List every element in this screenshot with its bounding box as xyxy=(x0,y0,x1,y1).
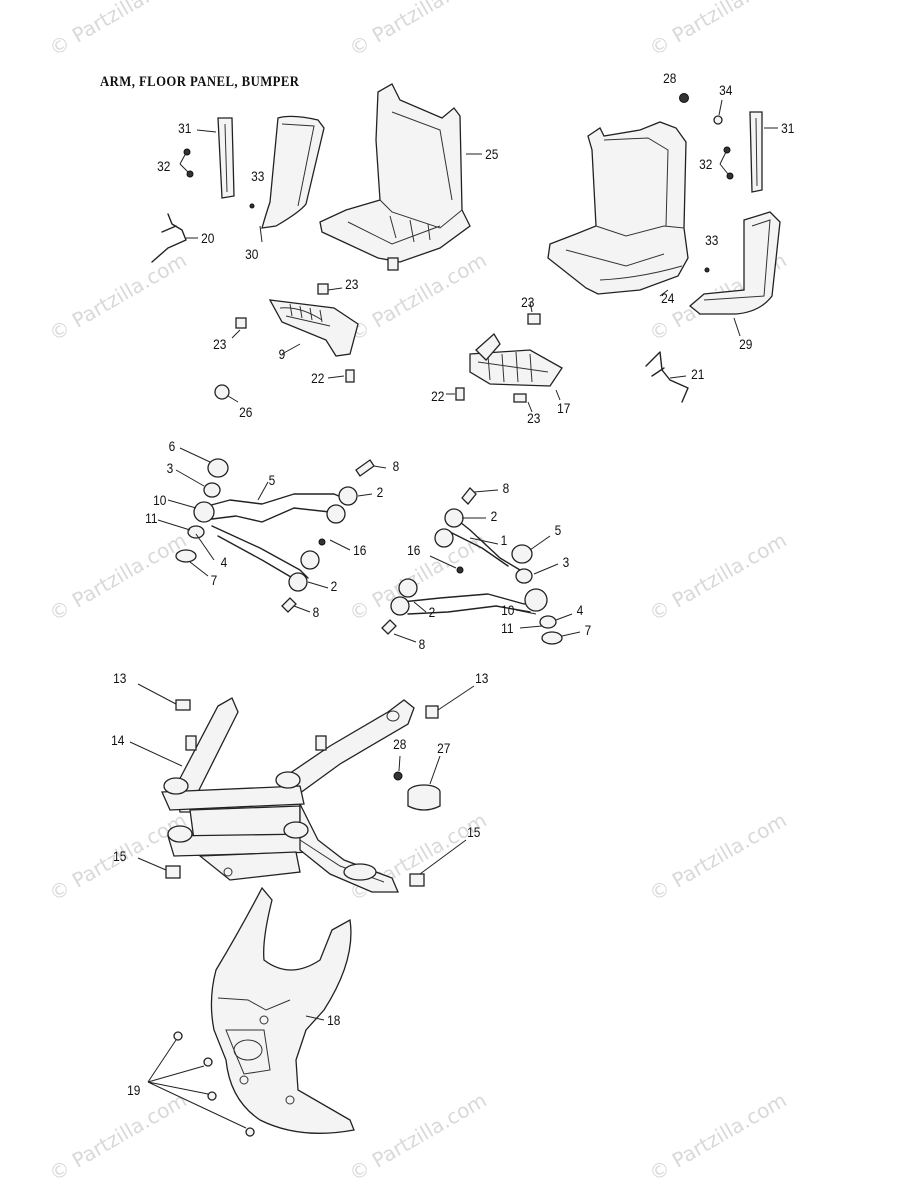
callout-31: 31 xyxy=(781,120,795,136)
callout-2: 2 xyxy=(376,484,384,500)
callout-22: 22 xyxy=(311,370,325,386)
callout-13: 13 xyxy=(475,670,489,686)
part-17-footpeg xyxy=(469,332,563,387)
callout-11: 11 xyxy=(145,510,158,526)
callout-1: 1 xyxy=(500,532,508,548)
part-9-footpeg xyxy=(268,299,359,357)
callout-5: 5 xyxy=(554,522,562,538)
callout-5: 5 xyxy=(268,472,276,488)
callout-24: 24 xyxy=(661,290,675,306)
part-30-rail xyxy=(261,115,325,229)
callout-32: 32 xyxy=(699,156,713,172)
part-31-right-strip xyxy=(749,111,763,193)
callout-33: 33 xyxy=(251,168,265,184)
diagram-title: ARM, FLOOR PANEL, BUMPER xyxy=(100,74,300,90)
callout-16: 16 xyxy=(407,542,421,558)
part-18-skid-plate xyxy=(210,886,355,1134)
callout-23: 23 xyxy=(345,276,359,292)
part-31-left-strip xyxy=(217,117,235,199)
callout-10: 10 xyxy=(153,492,167,508)
callout-18: 18 xyxy=(327,1012,341,1028)
callout-10: 10 xyxy=(501,602,515,618)
callout-28: 28 xyxy=(393,736,407,752)
callout-22: 22 xyxy=(431,388,445,404)
callout-31: 31 xyxy=(178,120,192,136)
callout-17: 17 xyxy=(557,400,571,416)
callout-25: 25 xyxy=(485,146,499,162)
callout-4: 4 xyxy=(576,602,584,618)
callout-14: 14 xyxy=(111,732,125,748)
part-3-bush xyxy=(203,482,221,498)
callout-8: 8 xyxy=(418,636,426,652)
part-29-rail xyxy=(688,211,781,315)
callout-2: 2 xyxy=(490,508,498,524)
part-1-arm-right xyxy=(401,513,548,615)
callout-21: 21 xyxy=(691,366,705,382)
callout-23: 23 xyxy=(213,336,227,352)
part-6-cap xyxy=(207,458,229,478)
callout-8: 8 xyxy=(312,604,320,620)
callout-15: 15 xyxy=(113,848,127,864)
callout-34: 34 xyxy=(719,82,733,98)
callout-26: 26 xyxy=(239,404,253,420)
part-5-arm-left xyxy=(193,493,349,581)
callout-13: 13 xyxy=(113,670,127,686)
callout-32: 32 xyxy=(157,158,171,174)
callout-16: 16 xyxy=(353,542,367,558)
callout-8: 8 xyxy=(392,458,400,474)
callout-28: 28 xyxy=(663,70,677,86)
callout-6: 6 xyxy=(168,438,176,454)
part-14-bumper-frame xyxy=(161,697,415,893)
callout-4: 4 xyxy=(220,554,228,570)
callout-7: 7 xyxy=(584,622,592,638)
callout-19: 19 xyxy=(127,1082,141,1098)
callout-3: 3 xyxy=(166,460,174,476)
callout-2: 2 xyxy=(330,578,338,594)
part-24-floor-panel xyxy=(547,121,689,295)
callout-23: 23 xyxy=(521,294,535,310)
callout-11: 11 xyxy=(501,620,514,636)
callout-9: 9 xyxy=(278,346,286,362)
callout-30: 30 xyxy=(245,246,259,262)
callout-27: 27 xyxy=(437,740,451,756)
callout-33: 33 xyxy=(705,232,719,248)
callout-15: 15 xyxy=(467,824,481,840)
part-20-bracket xyxy=(151,213,187,263)
callout-20: 20 xyxy=(201,230,215,246)
callout-23: 23 xyxy=(527,410,541,426)
callout-3: 3 xyxy=(562,554,570,570)
callout-8: 8 xyxy=(502,480,510,496)
part-25-floor-panel xyxy=(319,83,471,271)
callout-2: 2 xyxy=(428,604,436,620)
callout-7: 7 xyxy=(210,572,218,588)
callout-29: 29 xyxy=(739,336,753,352)
part-21-bracket xyxy=(645,351,689,403)
